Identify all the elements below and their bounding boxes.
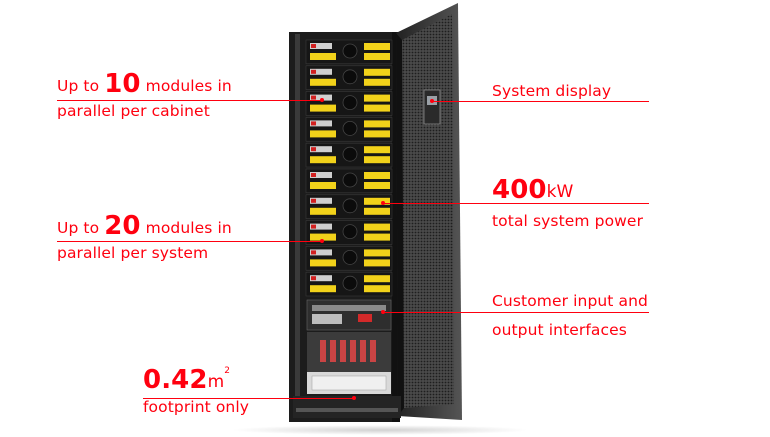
leader-dot-modules-system <box>320 239 324 243</box>
callout-line2: parallel per cabinet <box>57 102 210 120</box>
callout-prefix: Up to <box>57 219 100 237</box>
leader-line-modules-system <box>57 241 322 242</box>
leader-line-footprint <box>143 398 354 399</box>
leader-dot-system-display <box>430 99 434 103</box>
power-module <box>305 220 393 245</box>
callout-number: 10 <box>104 69 141 99</box>
leader-line-system-display <box>432 101 649 102</box>
leader-dot-interfaces <box>381 310 385 314</box>
footprint-number: 0.42 <box>143 365 208 395</box>
footprint-unit: m <box>207 372 225 392</box>
power-module <box>305 142 393 168</box>
callout-system-power: 400kW total system power <box>492 176 643 230</box>
callout-line1: Customer input and <box>492 292 648 310</box>
power-module <box>305 168 393 194</box>
callout-interfaces: Customer input and output interfaces <box>492 292 648 339</box>
power-number: 400 <box>492 175 547 205</box>
leader-line-system-power <box>383 203 649 204</box>
callout-number: 20 <box>104 211 141 241</box>
power-unit: kW <box>546 182 574 202</box>
callout-line2: parallel per system <box>57 244 209 262</box>
callout-suffix: modules in <box>145 219 232 237</box>
power-module <box>305 91 393 116</box>
power-module <box>305 65 393 90</box>
cabinet-shadow <box>230 425 530 435</box>
callout-modules-cabinet: Up to 10 modules in parallel per cabinet <box>57 70 232 120</box>
callout-system-display: System display <box>492 82 612 100</box>
leader-dot-footprint <box>352 396 356 400</box>
leader-line-interfaces <box>383 312 649 313</box>
leader-dot-system-power <box>381 201 385 205</box>
callout-suffix: modules in <box>145 77 232 95</box>
callout-line2: output interfaces <box>492 320 627 339</box>
power-module <box>305 117 393 142</box>
leader-dot-modules-cabinet <box>320 98 324 102</box>
callout-label: System display <box>492 82 612 100</box>
footprint-unit-sup: 2 <box>224 366 231 376</box>
leader-line-modules-cabinet <box>57 100 322 101</box>
callout-line2: footprint only <box>143 398 250 416</box>
power-module <box>305 39 393 65</box>
callout-modules-system: Up to 20 modules in parallel per system <box>57 212 232 262</box>
power-module <box>305 246 393 271</box>
callout-line2: total system power <box>492 212 644 230</box>
power-module <box>305 271 393 297</box>
power-module <box>305 194 393 219</box>
callout-prefix: Up to <box>57 77 100 95</box>
callout-footprint: 0.42m2 footprint only <box>143 366 249 416</box>
